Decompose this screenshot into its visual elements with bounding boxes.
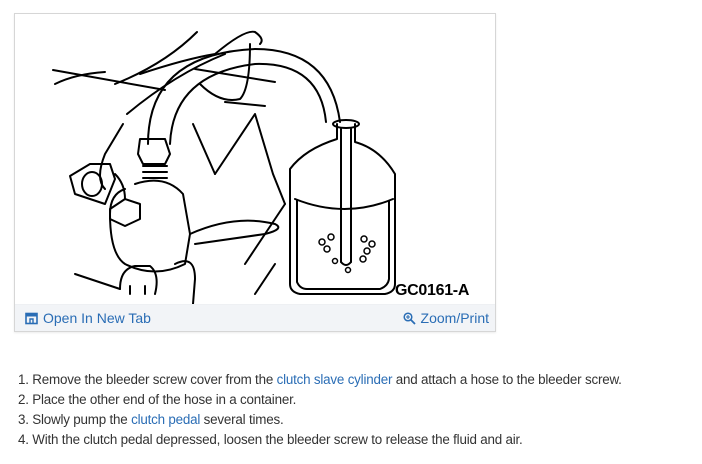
- diagram-code-label: GC0161-A: [395, 282, 470, 299]
- clutch-bleeding-diagram: [52, 30, 396, 305]
- instruction-steps: 1. Remove the bleeder screw cover from t…: [18, 370, 622, 450]
- figure-footer: Open In New Tab Zoom/Print: [15, 304, 495, 331]
- step-item: 4. With the clutch pedal depressed, loos…: [18, 432, 523, 447]
- clutch-slave-cylinder-link[interactable]: clutch slave cylinder: [276, 372, 393, 387]
- step-item: 1. Remove the bleeder screw cover from t…: [18, 372, 622, 387]
- clutch-pedal-link[interactable]: clutch pedal: [131, 412, 201, 427]
- zoom-print-label: Zoom/Print: [420, 310, 489, 326]
- step-item: 2. Place the other end of the hose in a …: [18, 392, 297, 407]
- open-in-new-tab-link[interactable]: Open In New Tab: [25, 310, 151, 326]
- zoom-print-link[interactable]: Zoom/Print: [402, 310, 489, 326]
- zoom-in-icon: [402, 311, 416, 325]
- diagram-figure: GC0161-A Open In New Tab Zoom/Print: [14, 13, 496, 332]
- open-in-new-tab-icon: [25, 312, 38, 324]
- open-in-new-tab-label: Open In New Tab: [43, 310, 151, 326]
- step-item: 3. Slowly pump the clutch pedal several …: [18, 412, 284, 427]
